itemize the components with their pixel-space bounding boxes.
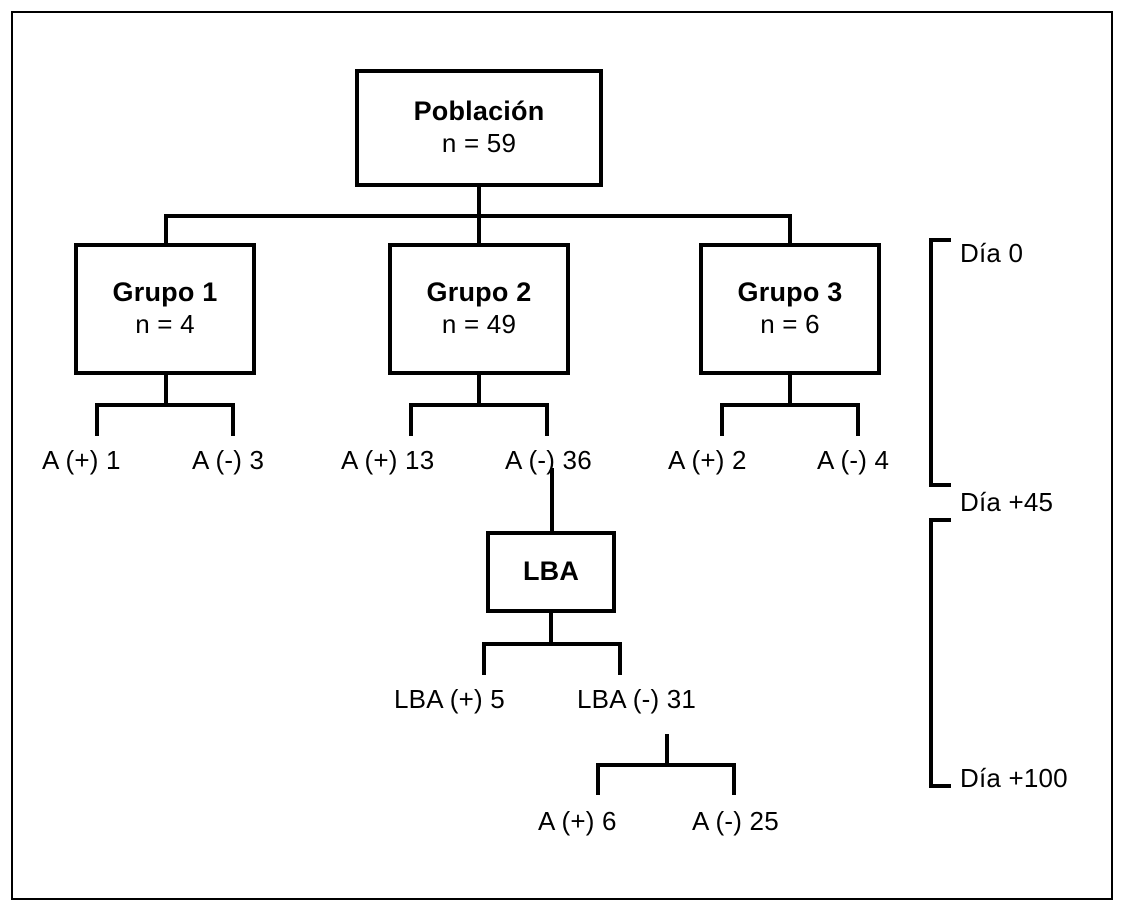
poblacion-box: Población n = 59 [355, 69, 603, 187]
connector-grupo-1-bar [95, 403, 235, 407]
lba-title: LBA [522, 556, 580, 587]
connector-lba-stem [549, 613, 553, 646]
connector-a-negative-36-to-lba [550, 468, 554, 531]
page-border [11, 11, 1113, 900]
connector-drop-grupo-2 [477, 214, 481, 245]
grupo-3-title: Grupo 3 [737, 277, 843, 308]
connector-lba-leg-left [482, 642, 486, 675]
poblacion-subtitle: n = 59 [441, 128, 517, 159]
connector-lba-negative-bar [596, 763, 736, 767]
grupo-2-a-negative-label: A (-) 36 [505, 445, 592, 475]
connector-grupo-1-stem [164, 375, 168, 407]
grupo-3-a-positive-label: A (+) 2 [668, 445, 747, 475]
connector-root-stem [477, 187, 481, 218]
timeline-bracket-dia-0-to-45 [929, 238, 951, 487]
connector-grupo-2-leg-right [545, 403, 549, 436]
lba-box: LBA [486, 531, 616, 613]
period-dia-45-label: Día +45 [960, 487, 1054, 517]
grupo-3-a-negative-label: A (-) 4 [817, 445, 890, 475]
connector-grupo-3-bar [720, 403, 860, 407]
grupo-3-subtitle: n = 6 [760, 309, 820, 340]
grupo-1-box: Grupo 1 n = 4 [74, 243, 256, 375]
connector-lba-negative-stem [665, 734, 669, 767]
connector-lba-bar [482, 642, 622, 646]
grupo-3-box: Grupo 3 n = 6 [699, 243, 881, 375]
connector-grupo-1-leg-right [231, 403, 235, 436]
period-dia-100-label: Día +100 [960, 763, 1068, 793]
connector-drop-grupo-1 [164, 214, 168, 245]
connector-grupo-3-leg-left [720, 403, 724, 436]
grupo-2-subtitle: n = 49 [441, 309, 517, 340]
period-dia-0-label: Día 0 [960, 238, 1024, 268]
connector-grupo-2-stem [477, 375, 481, 407]
lba-negative-a-negative-label: A (-) 25 [692, 806, 779, 836]
connector-drop-grupo-3 [788, 214, 792, 245]
connector-lba-negative-leg-right [732, 763, 736, 795]
connector-lba-negative-leg-left [596, 763, 600, 795]
grupo-1-title: Grupo 1 [112, 277, 218, 308]
timeline-bracket-dia-45-to-100 [929, 518, 951, 788]
lba-negative-a-positive-label: A (+) 6 [538, 806, 617, 836]
grupo-2-title: Grupo 2 [426, 277, 532, 308]
lba-negative-label: LBA (-) 31 [577, 684, 697, 714]
connector-lba-leg-right [618, 642, 622, 675]
grupo-2-box: Grupo 2 n = 49 [388, 243, 570, 375]
grupo-1-a-negative-label: A (-) 3 [192, 445, 265, 475]
connector-grupo-1-leg-left [95, 403, 99, 436]
grupo-1-a-positive-label: A (+) 1 [42, 445, 121, 475]
connector-grupo-2-bar [409, 403, 549, 407]
grupo-1-subtitle: n = 4 [135, 309, 195, 340]
connector-grupo-3-stem [788, 375, 792, 407]
connector-grupo-2-leg-left [409, 403, 413, 436]
lba-positive-label: LBA (+) 5 [394, 684, 505, 714]
grupo-2-a-positive-label: A (+) 13 [341, 445, 435, 475]
poblacion-title: Población [413, 96, 545, 127]
connector-grupo-3-leg-right [856, 403, 860, 436]
